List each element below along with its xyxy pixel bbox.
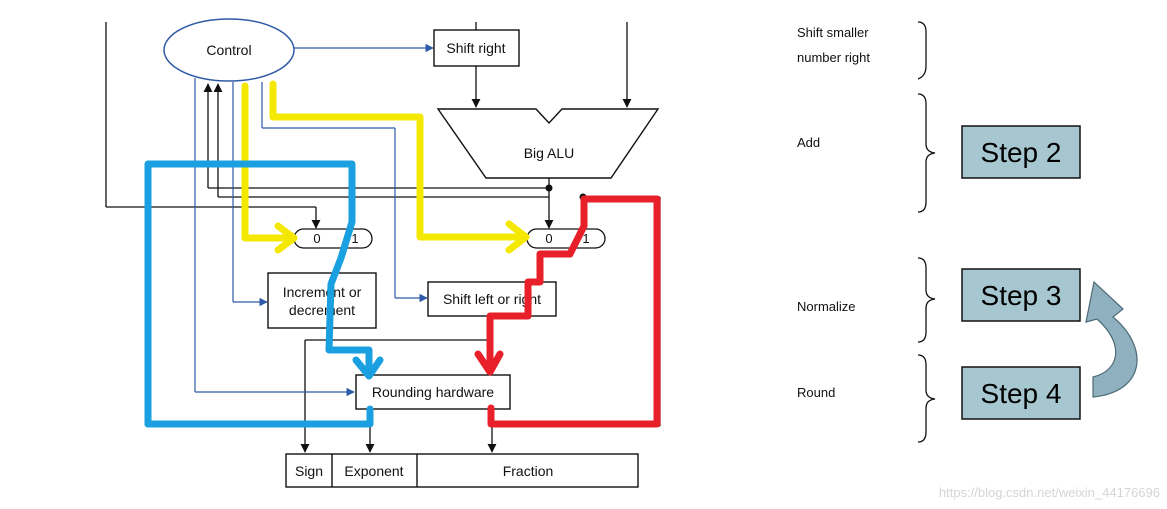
step4-box [961,366,1081,420]
step2-box [961,125,1081,179]
result-register [285,453,639,488]
control-wires [194,43,434,397]
control-unit [163,18,295,82]
increment-label-line1: Increment or [283,284,362,300]
loop-back-arrow [1085,280,1138,398]
brace-normalize [917,257,936,343]
big-alu [436,108,660,179]
mux-left-input0: 0 [313,231,320,246]
fraction-field: Fraction [503,463,554,479]
rounding-hardware-label: Rounding hardware [372,384,494,400]
step-normalize-label: Normalize [797,299,856,314]
shift-right-box [433,29,520,67]
mux-right-input0: 0 [545,231,552,246]
step4-label: Step 4 [981,378,1062,409]
shift-left-right-label: Shift left or right [443,291,541,307]
sign-field: Sign [295,463,323,479]
shift-left-right-box [427,281,557,317]
step3-label: Step 3 [981,280,1062,311]
brace-round [917,354,936,443]
watermark: https://blog.csdn.net/weixin_44176696 [939,485,1160,500]
brace-add [917,93,936,213]
red-highlight-path [474,195,661,428]
shift-right-label: Shift right [446,40,505,56]
increment-decrement-box [267,272,377,329]
step-shift-smaller-line1: Shift smaller [797,25,869,40]
mux-right [526,228,606,249]
mux-left [293,228,373,249]
step-shift-smaller-line2: number right [797,50,870,65]
increment-label-line2: decrement [289,302,355,318]
exponent-field: Exponent [344,463,403,479]
step-round-label: Round [797,385,835,400]
yellow-highlight-path-right [269,80,530,254]
step-add-label: Add [797,135,820,150]
blue-highlight-path [144,160,384,428]
mux-right-input1: 1 [582,231,589,246]
big-alu-label: Big ALU [524,145,575,161]
mux-left-input1: 1 [351,231,358,246]
blue-highlight-path-output [144,405,374,428]
brace-shift [917,21,927,80]
step3-box [961,268,1081,322]
yellow-highlight-path-left [241,82,298,254]
control-label: Control [206,42,251,58]
step2-label: Step 2 [981,137,1062,168]
junction-dot [545,184,553,192]
rounding-hardware-box [355,374,511,410]
